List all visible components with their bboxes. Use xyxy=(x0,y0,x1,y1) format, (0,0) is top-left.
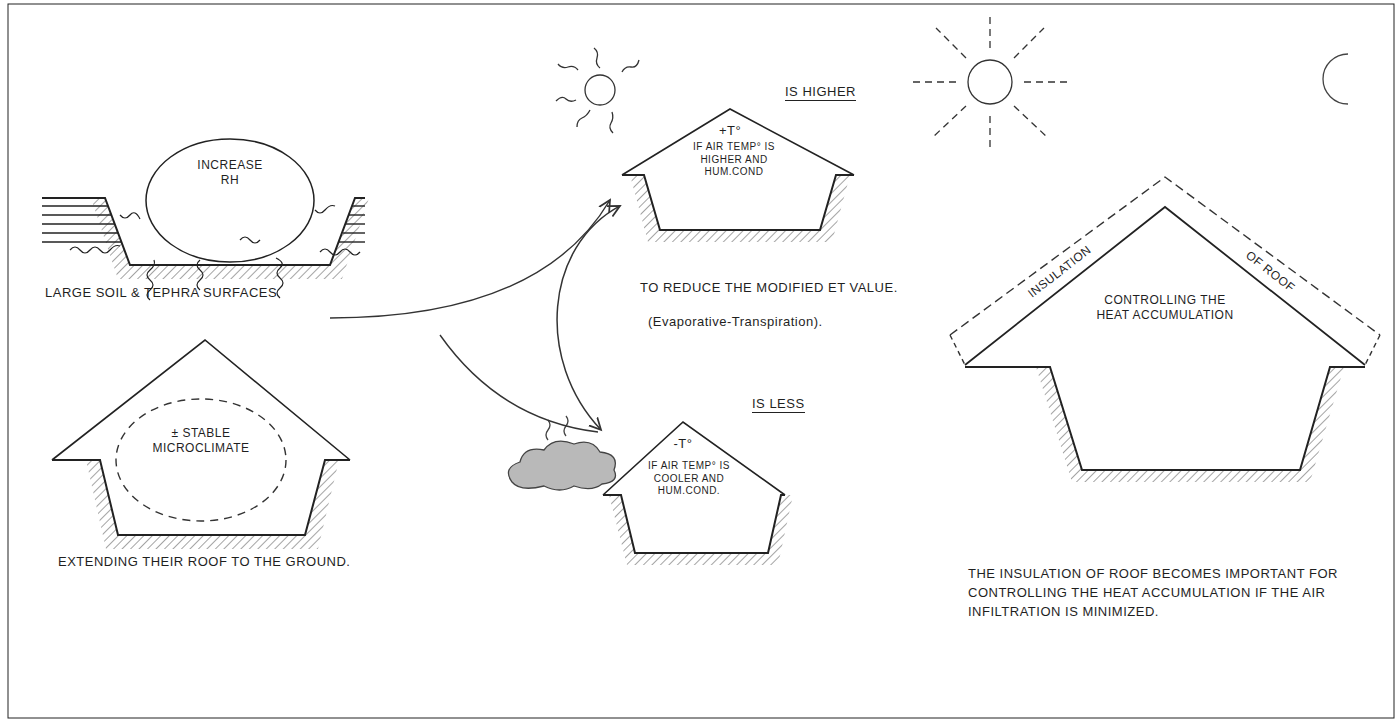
curved-arrow xyxy=(557,206,620,430)
ground-hatch xyxy=(609,495,793,565)
node-text: INCREASE RH xyxy=(190,158,270,188)
node-text: IF AIR TEMP° IS COOLER AND HUM.COND. xyxy=(647,460,731,498)
node-outline xyxy=(145,138,315,263)
arrow-line xyxy=(330,200,610,318)
sun-symbol xyxy=(556,48,639,133)
frame xyxy=(8,4,1394,718)
condition-label: IS HIGHER xyxy=(785,84,856,101)
node-outline xyxy=(950,175,1380,485)
pit-outline xyxy=(622,175,854,230)
ground-hatch xyxy=(630,175,850,242)
microclimate-ellipse: ± STABLE MICROCLIMATE xyxy=(115,398,287,522)
node-text: CONTROLLING THE HEAT ACCUMULATION xyxy=(1090,293,1240,323)
note-text: (Evaporative-Transpiration). xyxy=(648,313,918,332)
moon-symbol xyxy=(1323,54,1348,104)
condition-label: IS LESS xyxy=(752,396,805,413)
sun-symbol xyxy=(912,12,1068,150)
earth-house-sketch xyxy=(52,340,350,549)
soil-pit-sketch xyxy=(42,198,369,300)
insulated-house: CONTROLLING THE HEAT ACCUMULATION xyxy=(950,175,1380,485)
insulation-outline xyxy=(950,177,1380,335)
insulation-end xyxy=(950,335,965,365)
note-text: TO REDUCE THE MODIFIED ET VALUE. xyxy=(640,279,930,298)
dashed-ellipse-outline xyxy=(116,399,286,521)
arrow-line xyxy=(440,335,598,432)
pit-outline xyxy=(603,495,785,553)
warm-house: +T° IF AIR TEMP° IS HIGHER AND HUM.COND xyxy=(622,105,854,245)
ground-hatch xyxy=(1036,367,1344,482)
humidity-ellipse: INCREASE RH xyxy=(145,138,315,263)
note-text: THE INSULATION OF ROOF BECOMES IMPORTANT… xyxy=(968,565,1383,622)
node-heading: +T° xyxy=(705,123,755,139)
cool-house: -T° IF AIR TEMP° IS COOLER AND HUM.COND. xyxy=(603,418,785,566)
node-text: IF AIR TEMP° IS HIGHER AND HUM.COND xyxy=(692,141,776,179)
insulation-end xyxy=(1365,335,1380,365)
ellipse-outline xyxy=(146,139,314,262)
roof-outline xyxy=(965,207,1365,365)
node-outline xyxy=(115,398,287,522)
node-heading: -T° xyxy=(658,436,708,452)
node-text: ± STABLE MICROCLIMATE xyxy=(146,426,256,456)
pit-outline xyxy=(965,367,1365,470)
note-text: LARGE SOIL & TEPHRA SURFACES xyxy=(45,284,405,303)
roof-outline xyxy=(603,422,785,495)
note-text: EXTENDING THEIR ROOF TO THE GROUND. xyxy=(58,553,378,572)
insulation-band xyxy=(950,177,1380,365)
